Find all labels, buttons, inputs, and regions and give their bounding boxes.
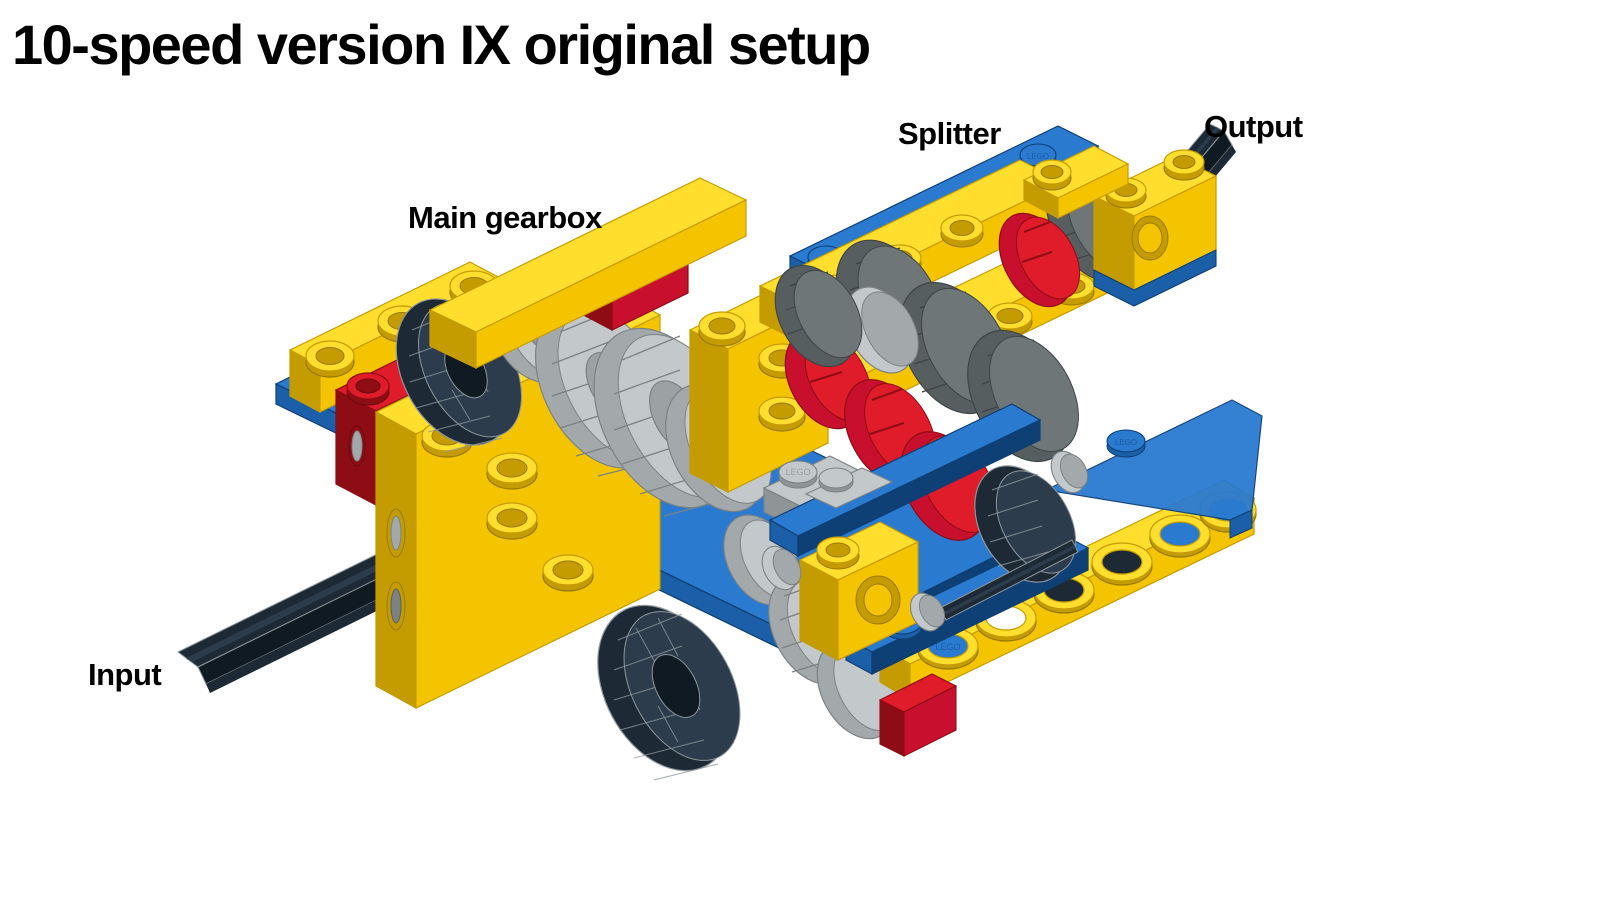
grey-bushing-b (1050, 450, 1089, 494)
black-gear-splitter-lower (974, 465, 1077, 583)
yellow-brick-output-support (1092, 149, 1218, 307)
svg-text:LEGO: LEGO (1027, 152, 1049, 161)
grey-bushing-a (909, 592, 946, 632)
page-title: 10-speed version IX original setup (12, 13, 871, 76)
blue-plate-right: LEGO (1044, 399, 1263, 539)
svg-text:LEGO: LEGO (1115, 438, 1137, 447)
yellow-brick-lower-mid (798, 521, 920, 661)
annotation-input: Input (88, 657, 162, 692)
annotation-splitter: Splitter (898, 116, 1001, 151)
yellow-brick-gearbox-right (688, 280, 830, 493)
yellow-beam-gearbox-top (428, 177, 748, 369)
svg-text:LEGO: LEGO (935, 642, 960, 652)
yellow-plate-splitter-topright (1022, 145, 1130, 219)
black-gear-left-lower (597, 604, 741, 781)
dkgrey-gear-splitter-left (774, 264, 863, 368)
grey-bushing-c (761, 545, 802, 591)
grey-plate-splitter-bottom (804, 467, 894, 509)
annotation-output: Output (1204, 109, 1303, 144)
annotation-main-gearbox: Main gearbox (408, 200, 602, 235)
svg-text:LEGO: LEGO (785, 467, 810, 477)
grey-clutch-hub (845, 286, 919, 374)
red-brick-lower-right (878, 673, 958, 757)
